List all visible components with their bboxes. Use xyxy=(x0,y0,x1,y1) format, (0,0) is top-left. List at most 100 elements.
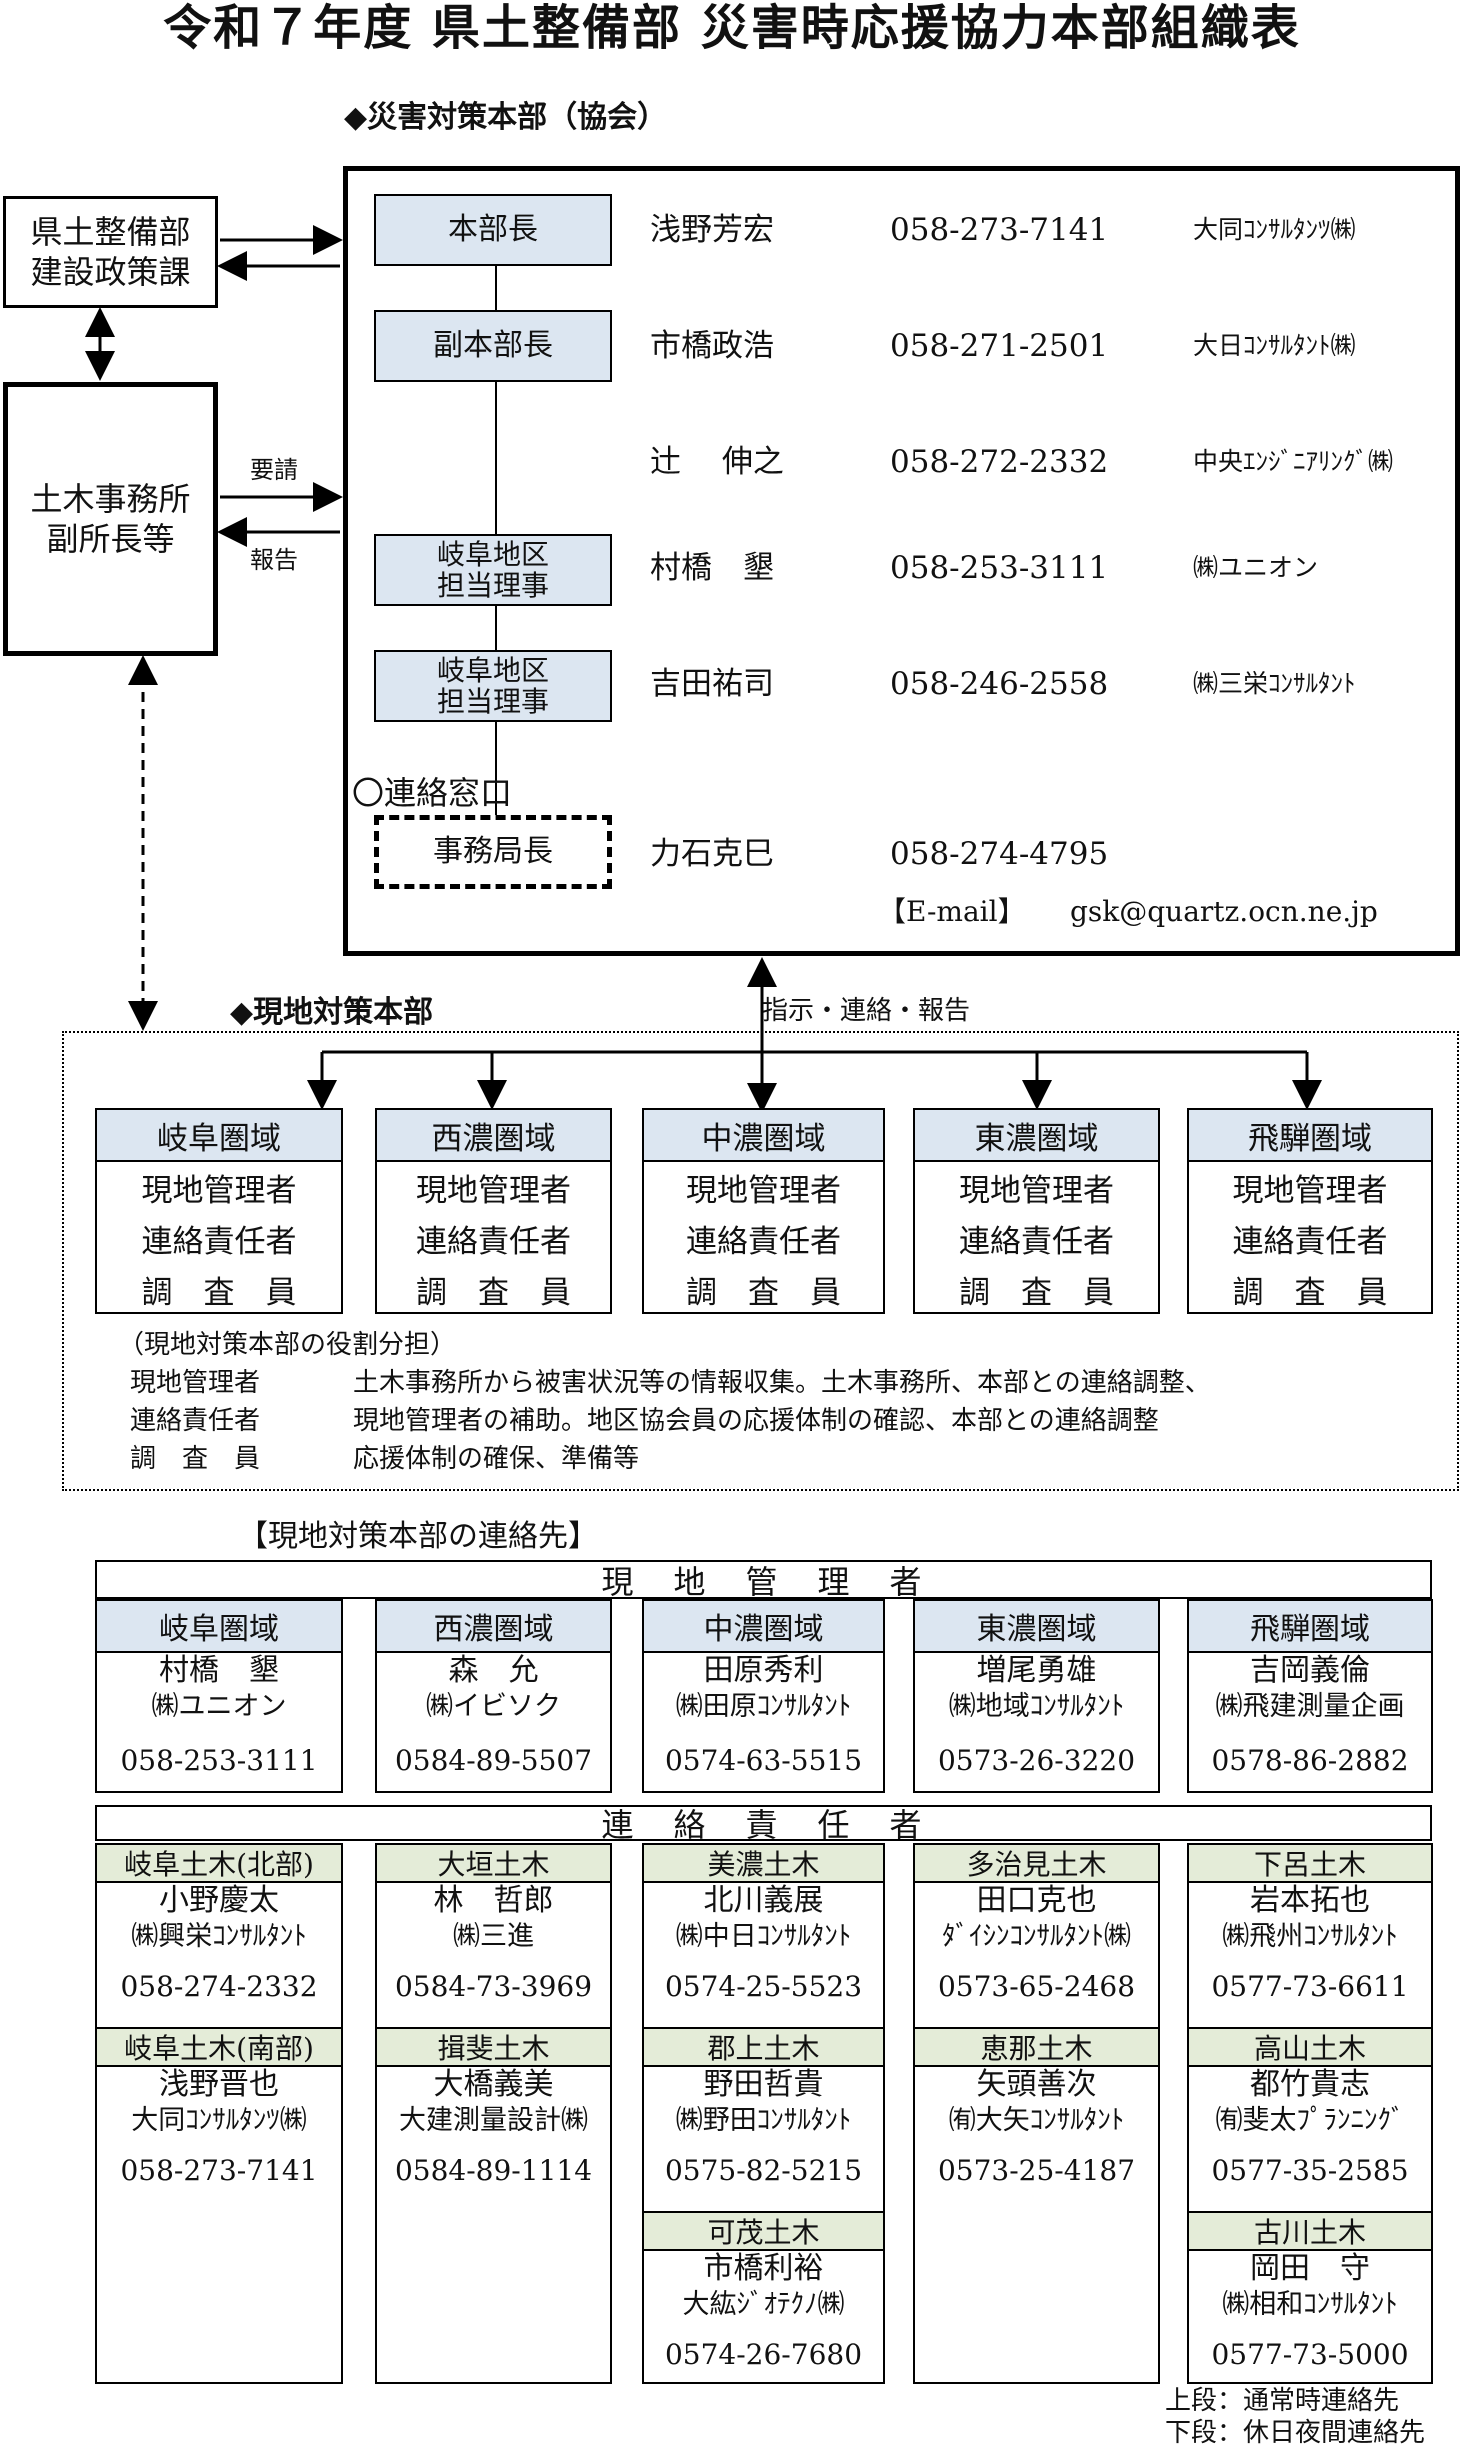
liaison-office: 下呂土木 xyxy=(1189,1845,1431,1883)
page-title: 令和７年度 県土整備部 災害時応援協力本部組織表 xyxy=(163,0,1301,56)
field-role-0: 現地管理者 xyxy=(141,1173,297,1209)
manager-tel: 0584-89-5507 xyxy=(394,1744,593,1777)
liaison-cell: 大橋義美大建測量設計㈱0584-89-1114 xyxy=(377,2067,610,2211)
hq-role-4: 岐阜地区 担当理事 xyxy=(374,650,612,722)
liaison-office: 岐阜土木(北部) xyxy=(97,1845,341,1883)
field-role-2: 調 査 員 xyxy=(141,1275,297,1311)
hq-company-4: ㈱三栄ｺﾝｻﾙﾀﾝﾄ xyxy=(1193,669,1356,698)
liaison-name: 矢頭善次 xyxy=(976,2067,1097,2102)
email-label: 【E-mail】 xyxy=(878,895,1026,928)
manager-cell: 村橋 墾㈱ユニオン 058-253-3111 xyxy=(97,1653,341,1781)
hq-name-0: 浅野芳宏 xyxy=(650,212,774,248)
duty-role-1: 連絡責任者 xyxy=(130,1406,261,1436)
hq-heading: ◆災害対策本部（協会） xyxy=(344,100,668,135)
note-upper: 上段：通常時連絡先 xyxy=(1165,2386,1400,2416)
liaison-name: 小野慶太 xyxy=(159,1883,279,1918)
note-lower: 下段：休日夜間連絡先 xyxy=(1165,2418,1426,2448)
duties-title: （現地対策本部の役割分担） xyxy=(118,1330,457,1360)
manager-tel: 058-253-3111 xyxy=(120,1744,318,1777)
field-region-4: 飛騨圏域現地管理者連絡責任者調 査 員 xyxy=(1187,1108,1433,1314)
liaison-tel: 058-274-2332 xyxy=(120,1970,318,2003)
duty-desc-1: 現地管理者の補助。地区協会員の応援体制の確認、本部との連絡調整 xyxy=(353,1406,1159,1436)
office-label: 土木事務所 副所長等 xyxy=(30,480,191,558)
secretary-tel: 058-274-4795 xyxy=(890,836,1109,872)
liaison-cell: 田口克也ﾀﾞｲｼﾝｺﾝｻﾙﾀﾝﾄ㈱0573-65-2468 xyxy=(915,1883,1158,2027)
secretary-name: 力石克巳 xyxy=(650,836,774,872)
liaison-office: 岐阜土木(南部) xyxy=(97,2027,341,2067)
liaison-office: 恵那土木 xyxy=(915,2027,1158,2067)
liaison-tel: 0573-65-2468 xyxy=(937,1970,1136,2003)
manager-company: ㈱田原ｺﾝｻﾙﾀﾝﾄ xyxy=(675,1691,852,1722)
manager-company: ㈱ユニオン xyxy=(151,1691,287,1722)
field-role-2: 調 査 員 xyxy=(686,1275,841,1311)
hq-role-1: 副本部長 xyxy=(374,310,612,382)
manager-tel: 0574-63-5515 xyxy=(664,1744,863,1777)
hq-tel-1: 058-271-2501 xyxy=(890,328,1109,364)
liaison-tel: 0575-82-5215 xyxy=(664,2154,863,2187)
liaison-tel: 0584-89-1114 xyxy=(394,2154,593,2187)
hq-tel-0: 058-273-7141 xyxy=(890,212,1109,248)
field-role-0: 現地管理者 xyxy=(686,1173,841,1209)
manager-company: ㈱地域ｺﾝｻﾙﾀﾝﾄ xyxy=(948,1691,1125,1722)
hq-role-3: 岐阜地区 担当理事 xyxy=(374,534,612,606)
liaison-company: ㈱三進 xyxy=(453,1921,534,1952)
liaison-tel: 0573-25-4187 xyxy=(937,2154,1136,2187)
hq-name-2: 辻 伸之 xyxy=(650,444,784,480)
field-role-2: 調 査 員 xyxy=(416,1275,571,1311)
email-address[interactable]: gsk@quartz.ocn.ne.jp xyxy=(1070,895,1378,928)
field-region-name: 東濃圏域 xyxy=(915,1110,1158,1162)
liaison-tel: 0577-73-5000 xyxy=(1211,2338,1409,2371)
liaison-office: 多治見土木 xyxy=(915,1845,1158,1883)
liaison-cell: 矢頭善次㈲大矢ｺﾝｻﾙﾀﾝﾄ 0573-25-4187 xyxy=(915,2067,1158,2211)
liaison-tel: 0577-73-6611 xyxy=(1211,1970,1409,2003)
field-region-0: 岐阜圏域現地管理者連絡責任者調 査 員 xyxy=(95,1108,343,1314)
field-role-0: 現地管理者 xyxy=(1232,1173,1388,1209)
duty-desc-0: 土木事務所から被害状況等の情報収集。土木事務所、本部との連絡調整、 xyxy=(353,1368,1211,1398)
field-frame xyxy=(62,1031,1459,1491)
manager-tel: 0573-26-3220 xyxy=(937,1744,1136,1777)
manager-company: ㈱飛建測量企画 xyxy=(1215,1691,1405,1722)
manager-region: 中濃圏域 xyxy=(644,1601,883,1653)
liaison-company: ㈲大矢ｺﾝｻﾙﾀﾝﾄ xyxy=(948,2105,1125,2136)
field-role-0: 現地管理者 xyxy=(416,1173,571,1209)
manager-col-2: 中濃圏域田原秀利㈱田原ｺﾝｻﾙﾀﾝﾄ 0574-63-5515 xyxy=(642,1599,885,1793)
manager-name: 吉岡義倫 xyxy=(1250,1653,1370,1688)
liaison-name: 岩本拓也 xyxy=(1250,1883,1370,1918)
field-region-name: 岐阜圏域 xyxy=(97,1110,341,1162)
liaison-name: 浅野晋也 xyxy=(159,2067,279,2102)
liaison-name: 大橋義美 xyxy=(433,2067,554,2102)
hq-role-0: 本部長 xyxy=(374,194,612,266)
liaison-tel: 0574-26-7680 xyxy=(664,2338,863,2371)
hq-company-0: 大同ｺﾝｻﾙﾀﾝﾂ㈱ xyxy=(1193,215,1356,244)
hq-tel-4: 058-246-2558 xyxy=(890,666,1109,702)
manager-name: 村橋 墾 xyxy=(159,1653,279,1688)
manager-company: ㈱イビソク xyxy=(426,1691,561,1722)
hq-company-2: 中央ｴﾝｼﾞﾆｱﾘﾝｸﾞ㈱ xyxy=(1193,447,1394,476)
liaison-tel: 058-273-7141 xyxy=(120,2154,318,2187)
liaison-cell: 市橋利裕大紘ｼﾞｵﾃｸﾉ㈱0574-26-7680 xyxy=(644,2251,883,2395)
field-role-1: 連絡責任者 xyxy=(141,1224,297,1260)
field-region-2: 中濃圏域現地管理者連絡責任者調 査 員 xyxy=(642,1108,885,1314)
manager-name: 森 允 xyxy=(448,1653,539,1688)
liaison-company: 大紘ｼﾞｵﾃｸﾉ㈱ xyxy=(682,2289,845,2320)
manager-name: 田原秀利 xyxy=(703,1653,824,1688)
hq-company-1: 大日ｺﾝｻﾙﾀﾝﾄ㈱ xyxy=(1193,331,1356,360)
instruction-label: 指示・連絡・報告 xyxy=(762,996,971,1026)
field-region-1: 西濃圏域現地管理者連絡責任者調 査 員 xyxy=(375,1108,612,1314)
liaison-tel: 0584-73-3969 xyxy=(394,1970,593,2003)
liaison-company: ㈱相和ｺﾝｻﾙﾀﾝﾄ xyxy=(1222,2289,1398,2320)
